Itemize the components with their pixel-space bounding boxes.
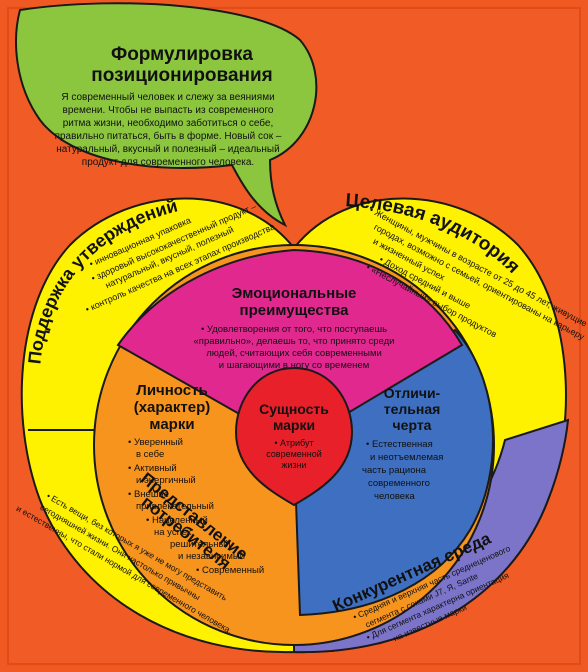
essence-line-3: жизни bbox=[281, 460, 306, 470]
positioning-line-4: правильно питаться, быть в форме. Новый … bbox=[55, 130, 282, 142]
personality-item-4: и энергичный bbox=[136, 475, 196, 486]
distinctive-line-4: современного bbox=[368, 478, 430, 489]
personality-item-6: привлекательный bbox=[136, 501, 214, 512]
personality-item-9: решительный bbox=[170, 539, 231, 550]
personality-item-5: • Внешне bbox=[128, 489, 169, 500]
personality-item-11: • Современный bbox=[196, 565, 264, 576]
distinctive-title-line3: черта bbox=[393, 417, 432, 433]
positioning-line-3: ритма жизни, необходимо заботиться о себ… bbox=[63, 117, 273, 129]
distinctive-line-2: и неотъемлемая bbox=[370, 452, 443, 463]
distinctive-title-line2: тельная bbox=[384, 401, 441, 417]
personality-item-8: на успех, bbox=[154, 527, 194, 538]
personality-title-line2: (характер) bbox=[134, 399, 211, 416]
emotional-title-line2: преимущества bbox=[240, 302, 350, 319]
essence-title-line1: Сущность bbox=[259, 401, 329, 417]
emotional-segment bbox=[116, 248, 464, 447]
positioning-line-1: Я современный человек и слежу за веяниям… bbox=[61, 92, 274, 103]
distinctive-line-5: человека bbox=[374, 491, 415, 502]
personality-item-2: в себе bbox=[136, 449, 164, 460]
essence-core bbox=[234, 366, 354, 507]
personality-title-line3: марки bbox=[149, 416, 194, 433]
positioning-title-line2: позиционирования bbox=[91, 65, 273, 86]
distinctive-block: Отличи- тельная черта • Естественная и н… bbox=[362, 385, 443, 502]
distinctive-line-1: • Естественная bbox=[366, 439, 433, 450]
emotional-title-line1: Эмоциональные bbox=[232, 285, 357, 302]
essence-line-1: • Атрибут bbox=[274, 438, 313, 448]
positioning-leaf bbox=[15, 2, 318, 228]
positioning-block: Формулировка позиционирования Я современ… bbox=[55, 44, 282, 168]
personality-item-10: и независимый bbox=[178, 551, 245, 562]
positioning-line-2: времени. Чтобы не выпасть из современног… bbox=[63, 104, 274, 116]
positioning-line-5: натуральный, вкусный и полезный – идеаль… bbox=[56, 144, 279, 155]
positioning-line-6: продукт для современного человека. bbox=[82, 157, 254, 168]
positioning-title-line1: Формулировка bbox=[111, 44, 253, 65]
essence-line-2: современной bbox=[266, 449, 322, 459]
emotional-line-3: людей, считающих себя современными bbox=[206, 348, 382, 359]
emotional-line-2: «правильно», делаешь то, что принято сре… bbox=[194, 336, 395, 347]
emotional-line-1: • Удовлетворения от того, что поступаешь bbox=[201, 324, 387, 335]
personality-title-line1: Личность bbox=[136, 382, 207, 399]
personality-item-1: • Уверенный bbox=[128, 437, 183, 448]
personality-block: Личность (характер) марки • Уверенный в … bbox=[128, 382, 264, 576]
distinctive-segment bbox=[292, 328, 494, 617]
distinctive-title-line1: Отличи- bbox=[384, 385, 441, 401]
personality-item-7: • Нацеленный bbox=[146, 515, 208, 526]
distinctive-line-3: часть рациона bbox=[362, 465, 427, 476]
essence-title-line2: марки bbox=[273, 417, 315, 433]
essence-block: Сущность марки • Атрибут современной жиз… bbox=[259, 401, 329, 470]
emotional-block: Эмоциональные преимущества • Удовлетворе… bbox=[194, 285, 395, 371]
emotional-line-4: и шагающими в ногу со временем bbox=[219, 360, 369, 371]
personality-item-3: • Активный bbox=[128, 463, 177, 474]
